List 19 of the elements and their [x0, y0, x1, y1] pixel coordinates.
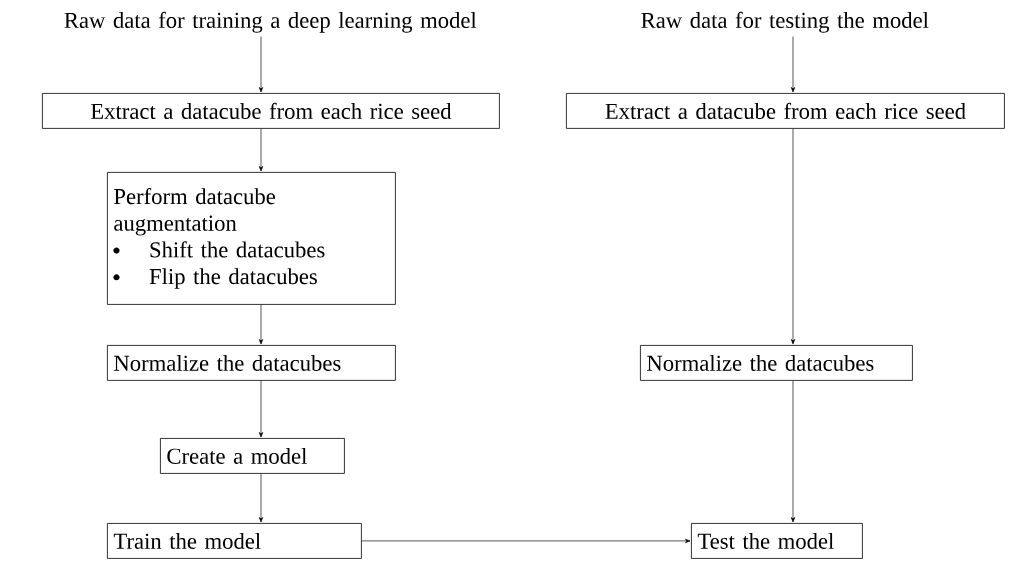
input-text: Raw data for training a deep learning model	[64, 11, 477, 33]
process-box: Normalize the datacubes	[107, 345, 396, 381]
process-box: Test the model	[691, 523, 863, 559]
arrow	[258, 473, 264, 523]
process-box: Normalize the datacubes	[640, 345, 913, 381]
arrow	[790, 36, 796, 93]
process-box: Extract a datacube from each rice seed	[42, 93, 500, 129]
arrow	[258, 304, 264, 345]
process-box: Create a model	[160, 438, 345, 474]
input-text: Raw data for testing the model	[641, 11, 929, 33]
arrow	[361, 538, 691, 543]
process-box: Perform datacube augmentation Shift the datacubes Flip the datacubes	[107, 172, 396, 305]
arrow	[258, 36, 264, 93]
arrow	[258, 128, 264, 172]
arrow	[258, 380, 264, 438]
process-box: Train the model	[107, 523, 362, 559]
process-box: Extract a datacube from each rice seed	[566, 93, 1005, 129]
arrow	[790, 380, 796, 523]
arrow	[790, 128, 796, 345]
